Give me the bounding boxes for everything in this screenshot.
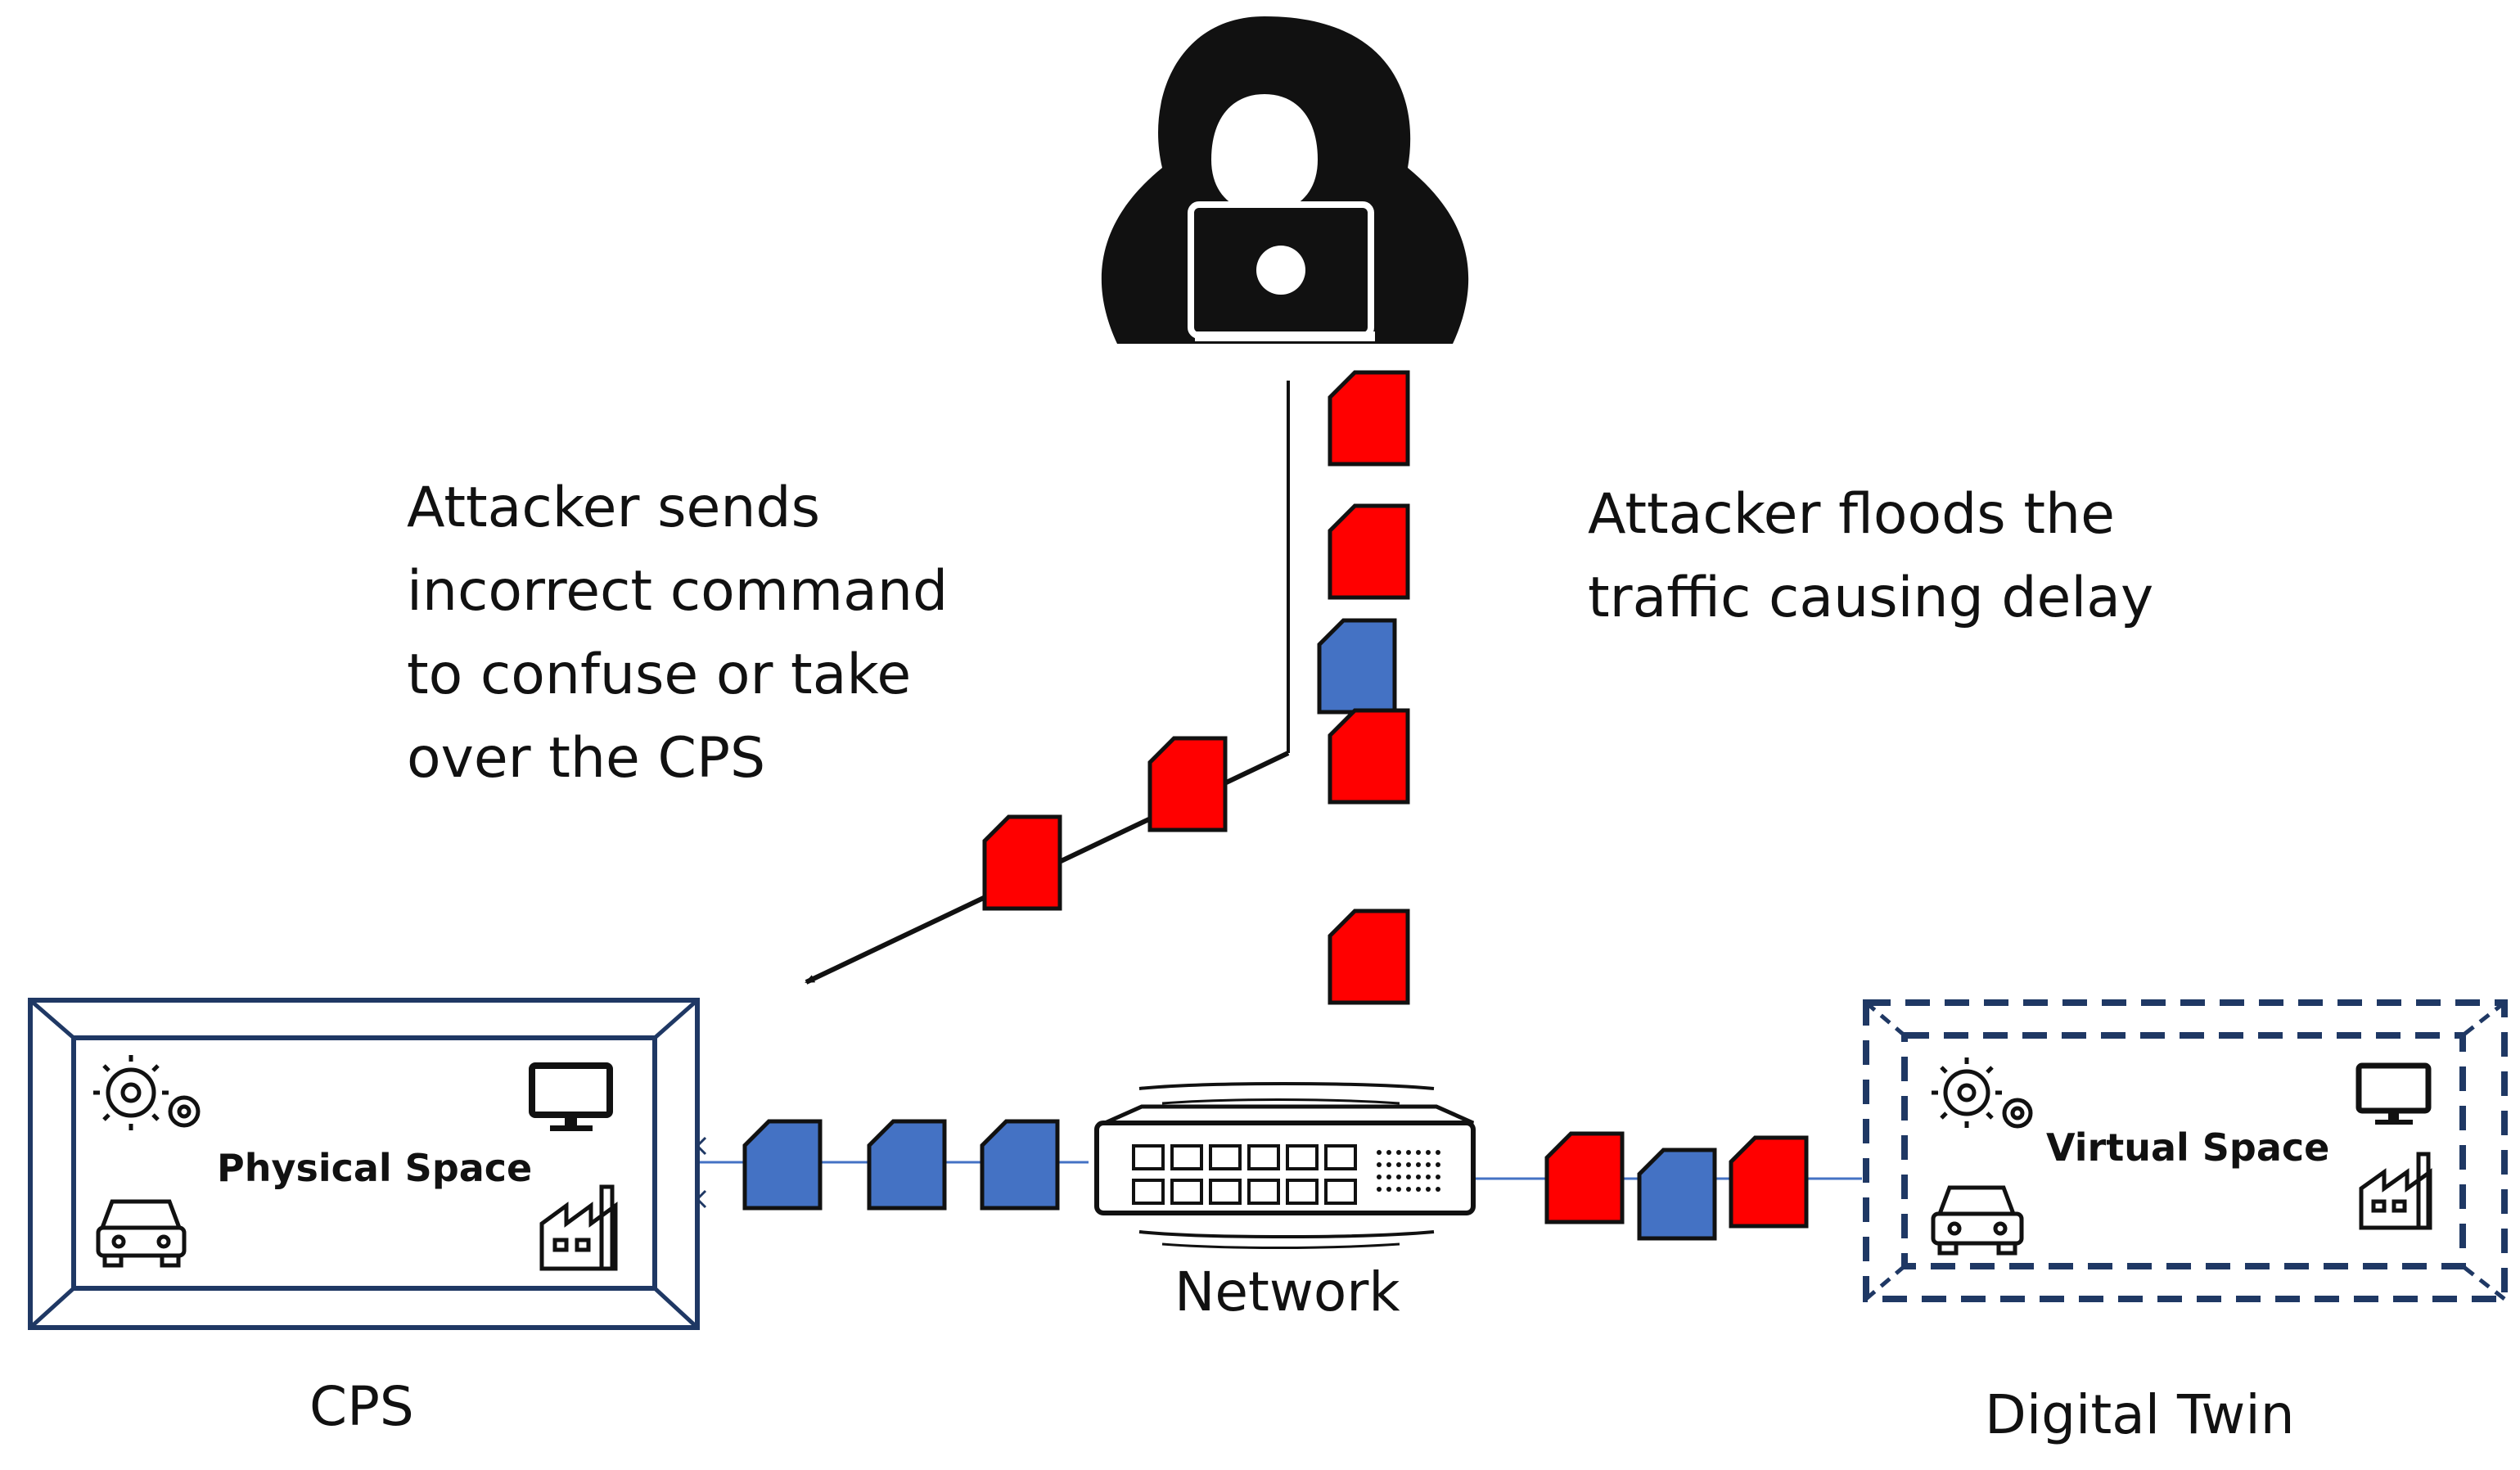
switch-led (1426, 1175, 1431, 1179)
malicious-packet (982, 814, 1062, 911)
network-label: Network (1174, 1260, 1400, 1323)
attacker-flood-annotation: Attacker floods the traffic causing dela… (1588, 473, 2153, 640)
digital-twin-box (1863, 999, 2508, 1302)
annotation-line: traffic causing delay (1588, 566, 2154, 630)
digital-twin-label: Digital Twin (1985, 1383, 2295, 1446)
switch-led (1416, 1162, 1421, 1167)
switch-led (1406, 1175, 1411, 1179)
annotation-line: incorrect command (407, 559, 949, 624)
malicious-packet (1328, 503, 1410, 600)
factory-icon (2359, 1152, 2432, 1230)
legit-packet (1637, 1148, 1717, 1241)
malicious-packet (1147, 736, 1228, 832)
factory-icon (539, 1184, 618, 1271)
legit-packet (867, 1119, 947, 1211)
switch-port (1324, 1144, 1357, 1170)
switch-led (1377, 1175, 1382, 1179)
switch-led (1386, 1175, 1391, 1179)
switch-led (1396, 1150, 1401, 1155)
malicious-packet (1328, 909, 1410, 1005)
switch-led (1386, 1150, 1391, 1155)
switch-led (1406, 1150, 1411, 1155)
physical-space-label: Physical Space (217, 1146, 533, 1190)
malicious-packet (1729, 1135, 1809, 1229)
switch-port (1247, 1144, 1280, 1170)
switch-led (1396, 1175, 1401, 1179)
switch-port (1132, 1144, 1165, 1170)
legit-packet (1317, 618, 1397, 715)
switch-led (1416, 1175, 1421, 1179)
switch-port (1209, 1144, 1242, 1170)
switch-led (1386, 1187, 1391, 1192)
network-switch-icon (1094, 1082, 1476, 1249)
switch-led (1426, 1150, 1431, 1155)
annotation-line: to confuse or take (407, 643, 912, 707)
switch-port (1170, 1179, 1203, 1205)
gears-icon (93, 1055, 201, 1130)
annotation-line: Attacker floods the (1588, 482, 2115, 547)
virtual-space-label: Virtual Space (2046, 1125, 2330, 1170)
switch-led (1436, 1150, 1440, 1155)
switch-led (1406, 1162, 1411, 1167)
annotation-line: over the CPS (407, 726, 766, 791)
malicious-packet (1544, 1131, 1625, 1224)
switch-led (1426, 1187, 1431, 1192)
monitor-icon (529, 1062, 613, 1131)
switch-led (1396, 1187, 1401, 1192)
legit-packet (742, 1119, 823, 1211)
malicious-packet (1328, 708, 1410, 805)
switch-led (1396, 1162, 1401, 1167)
hacker-icon (1101, 16, 1469, 344)
switch-led (1406, 1187, 1411, 1192)
legit-packet (980, 1119, 1060, 1211)
switch-led (1377, 1150, 1382, 1155)
switch-led (1436, 1162, 1440, 1167)
switch-port (1209, 1179, 1242, 1205)
cps-label: CPS (309, 1375, 414, 1438)
switch-led (1436, 1175, 1440, 1179)
attacker-command-annotation: Attacker sends incorrect command to conf… (407, 467, 948, 800)
switch-led (1416, 1187, 1421, 1192)
gears-icon (1932, 1057, 2033, 1129)
malicious-packet (1328, 370, 1410, 467)
switch-led (1377, 1162, 1382, 1167)
switch-port (1286, 1144, 1319, 1170)
switch-led (1426, 1162, 1431, 1167)
switch-port (1170, 1144, 1203, 1170)
car-icon (1931, 1185, 2024, 1256)
switch-port (1247, 1179, 1280, 1205)
switch-led (1377, 1187, 1382, 1192)
switch-led (1386, 1162, 1391, 1167)
car-icon (96, 1199, 187, 1268)
switch-led (1416, 1150, 1421, 1155)
annotation-line: Attacker sends (407, 476, 821, 540)
monitor-icon (2355, 1062, 2432, 1125)
cps-box (28, 998, 707, 1330)
switch-port (1286, 1179, 1319, 1205)
switch-led (1436, 1187, 1440, 1192)
switch-port (1132, 1179, 1165, 1205)
switch-port (1324, 1179, 1357, 1205)
